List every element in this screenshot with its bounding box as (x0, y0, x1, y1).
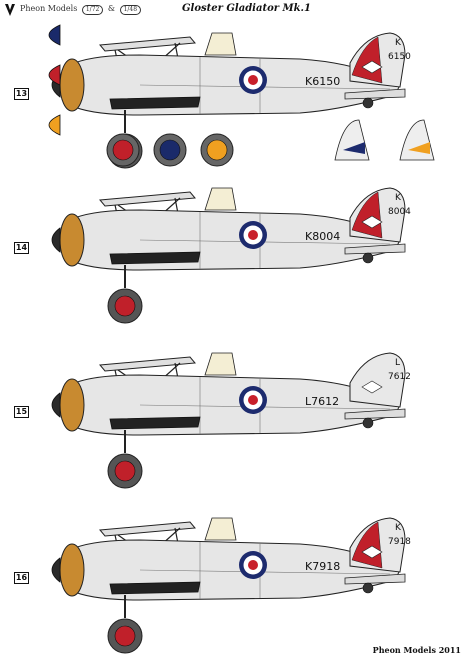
lower-wing (109, 581, 201, 595)
canopy (204, 32, 237, 56)
profile-number-15: 15 (14, 406, 29, 418)
fin-letter: K (395, 38, 402, 48)
wheel-hub (114, 460, 136, 482)
fuselage-serial: K7918 (305, 560, 340, 573)
fuselage-serial: L7612 (305, 395, 339, 408)
scale-badge-72: 1/72 (81, 5, 104, 15)
profile-number-14: 14 (14, 242, 29, 254)
fin-emblem (361, 545, 383, 559)
tailplane (344, 408, 406, 420)
fin-option-1 (334, 119, 370, 161)
fin-serial: 7612 (388, 372, 411, 382)
header: Pheon Models 1/72 & 1/48 Gloster Gladiat… (2, 3, 467, 17)
fin-option-stripe-1 (343, 142, 365, 154)
canopy (204, 352, 237, 376)
lower-wing (109, 251, 201, 265)
tailplane (344, 243, 406, 255)
spinner (51, 392, 61, 418)
fin-emblem (361, 380, 383, 394)
fuselage-serial: K8004 (305, 230, 340, 243)
wheel-option-hub-1 (112, 139, 134, 161)
upper-wing (99, 36, 196, 52)
fuselage-serial: K6150 (305, 75, 340, 88)
pheon-logo-icon (5, 4, 15, 16)
spinner (51, 557, 61, 583)
brand-line: Pheon Models 1/72 & 1/48 (20, 4, 143, 15)
spinner (51, 227, 61, 253)
sheet-title: Gloster Gladiator Mk.1 (182, 3, 311, 14)
tailplane (344, 573, 406, 585)
fin-emblem (361, 215, 383, 229)
engine-cowl (59, 213, 85, 267)
upper-wing (99, 521, 196, 537)
fin-serial: 8004 (388, 207, 411, 217)
engine-cowl (59, 58, 85, 112)
wheel-option-hub-2 (159, 139, 181, 161)
fin-letter: L (395, 358, 400, 368)
roundel-centre (248, 230, 258, 240)
roundel-centre (248, 395, 258, 405)
roundel-centre (248, 560, 258, 570)
fin-letter: K (395, 193, 402, 203)
lower-wing (109, 416, 201, 430)
tail-fin (349, 352, 406, 408)
wheel-hub (114, 295, 136, 317)
tail-wheel (362, 252, 374, 264)
fin-option-2 (399, 119, 435, 161)
brand-name: Pheon Models (20, 4, 78, 13)
fin-emblem (361, 60, 383, 74)
wheel-option-hub-3 (206, 139, 228, 161)
tailplane (344, 88, 406, 100)
fin-letter: K (395, 523, 402, 533)
canopy (204, 187, 237, 211)
fin-serial: 7918 (388, 537, 411, 547)
engine-cowl (59, 543, 85, 597)
wheel-hub (114, 625, 136, 647)
canopy (204, 517, 237, 541)
tail-wheel (362, 97, 374, 109)
ampersand: & (107, 4, 116, 13)
fin-serial: 6150 (388, 52, 411, 62)
lower-wing (109, 96, 201, 110)
tail-wheel (362, 417, 374, 429)
profile-number-13: 13 (14, 88, 29, 100)
engine-cowl (59, 378, 85, 432)
footer-credit: Pheon Models 2011 (372, 645, 461, 655)
roundel-centre (248, 75, 258, 85)
tail-wheel (362, 582, 374, 594)
upper-wing (99, 191, 196, 207)
scale-badge-48: 1/48 (119, 5, 142, 15)
spinner-option-1 (48, 24, 61, 46)
profile-number-16: 16 (14, 572, 29, 584)
spinner-option-2 (48, 64, 61, 86)
spinner-option-3 (48, 114, 61, 136)
upper-wing (99, 356, 196, 372)
fin-option-stripe-2 (408, 142, 430, 154)
